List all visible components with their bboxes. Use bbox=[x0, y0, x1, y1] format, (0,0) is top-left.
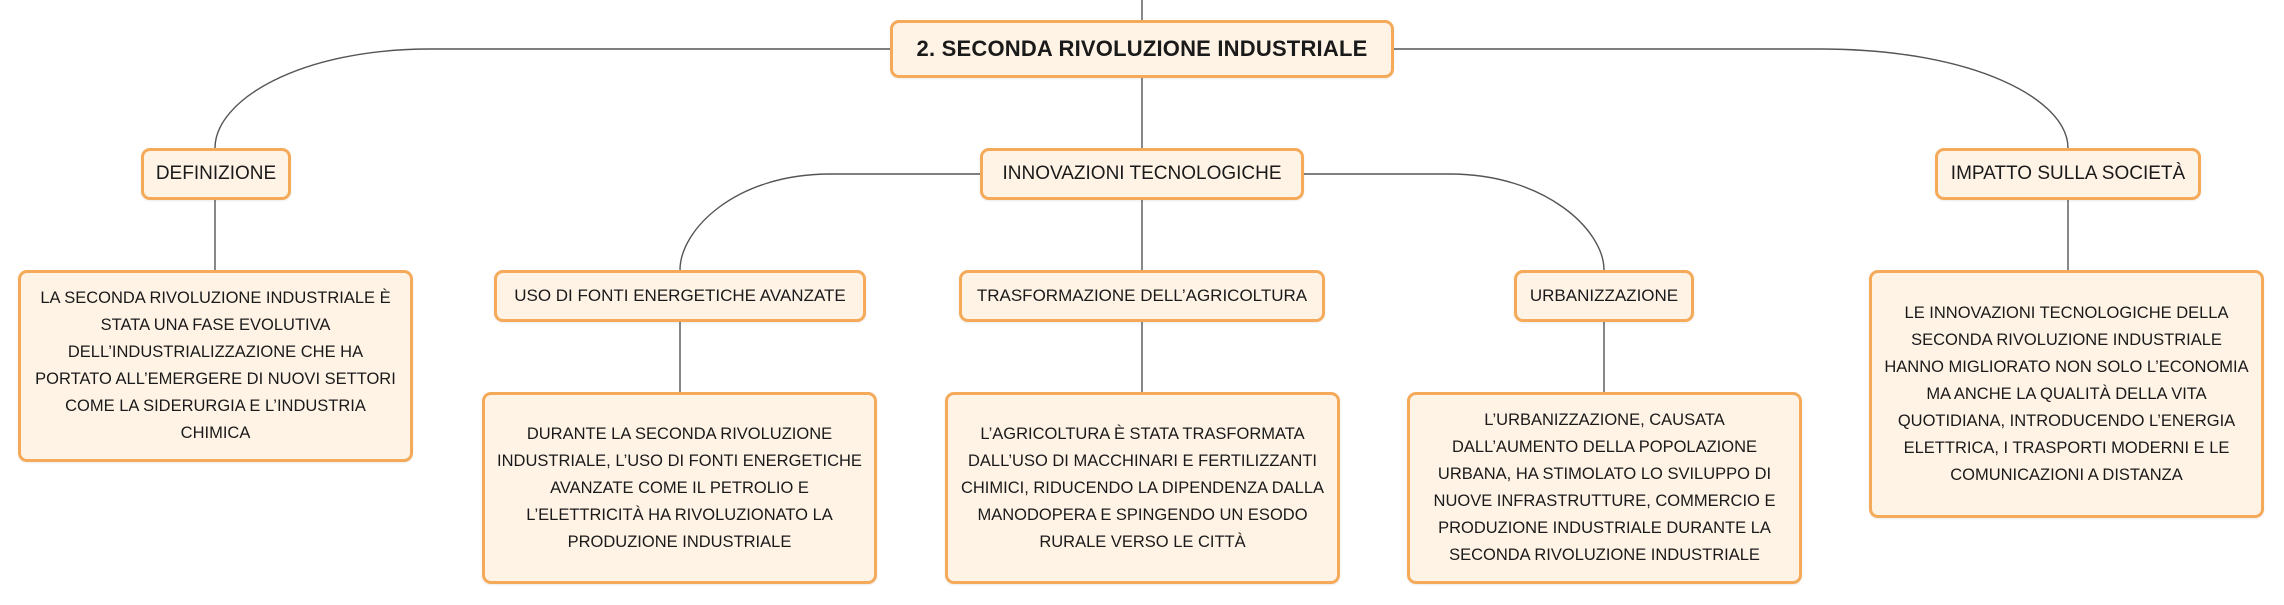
connector-innovazioni-urbanizzazione bbox=[1304, 173, 1605, 271]
urbanizzazione-text: L’URBANIZZAZIONE, CAUSATA DALL’AUMENTO D… bbox=[1433, 411, 1776, 564]
root-node: 2. SECONDA RIVOLUZIONE INDUSTRIALE bbox=[890, 20, 1394, 78]
connector-innovazioni-fonti bbox=[679, 173, 980, 271]
sub-urbanizzazione-label: URBANIZZAZIONE bbox=[1529, 286, 1679, 305]
fonti-text-box: DURANTE LA SECONDA RIVOLUZIONE INDUSTRIA… bbox=[482, 392, 877, 584]
root-label: 2. SECONDA RIVOLUZIONE INDUSTRIALE bbox=[916, 36, 1368, 61]
impatto-text: LE INNOVAZIONI TECNOLOGICHE DELLA SECOND… bbox=[1884, 303, 2249, 484]
agricoltura-text: L’AGRICOLTURA È STATA TRASFORMATA DALL’U… bbox=[960, 424, 1325, 551]
impatto-text-box: LE INNOVAZIONI TECNOLOGICHE DELLA SECOND… bbox=[1869, 270, 2264, 518]
branch-definizione-label: DEFINIZIONE bbox=[155, 163, 277, 184]
connector-root-definizione bbox=[214, 48, 890, 149]
definizione-text: LA SECONDA RIVOLUZIONE INDUSTRIALE È STA… bbox=[35, 289, 396, 442]
branch-definizione: DEFINIZIONE bbox=[141, 148, 291, 200]
definizione-text-box: LA SECONDA RIVOLUZIONE INDUSTRIALE È STA… bbox=[18, 270, 413, 462]
sub-trasformazione-agricoltura: TRASFORMAZIONE DELL’AGRICOLTURA bbox=[959, 270, 1325, 322]
urbanizzazione-text-box: L’URBANIZZAZIONE, CAUSATA DALL’AUMENTO D… bbox=[1407, 392, 1802, 584]
branch-impatto-label: IMPATTO SULLA SOCIETÀ bbox=[1950, 163, 2186, 184]
connector-root-impatto bbox=[1394, 48, 2069, 149]
sub-urbanizzazione: URBANIZZAZIONE bbox=[1514, 270, 1694, 322]
branch-impatto-societa: IMPATTO SULLA SOCIETÀ bbox=[1935, 148, 2201, 200]
sub-fonti-energetiche: USO DI FONTI ENERGETICHE AVANZATE bbox=[494, 270, 866, 322]
sub-agricoltura-label: TRASFORMAZIONE DELL’AGRICOLTURA bbox=[976, 286, 1308, 305]
agricoltura-text-box: L’AGRICOLTURA È STATA TRASFORMATA DALL’U… bbox=[945, 392, 1340, 584]
branch-innovazioni-tecnologiche: INNOVAZIONI TECNOLOGICHE bbox=[980, 148, 1304, 200]
fonti-text: DURANTE LA SECONDA RIVOLUZIONE INDUSTRIA… bbox=[497, 424, 862, 551]
sub-fonti-label: USO DI FONTI ENERGETICHE AVANZATE bbox=[514, 286, 846, 305]
branch-innovazioni-label: INNOVAZIONI TECNOLOGICHE bbox=[1002, 163, 1282, 184]
